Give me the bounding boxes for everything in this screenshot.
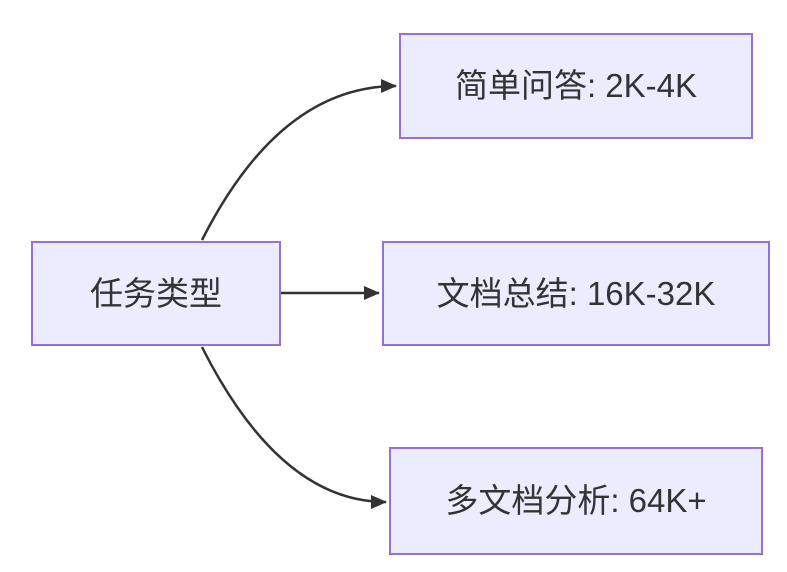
node-doc-summary: 文档总结: 16K-32K bbox=[382, 241, 770, 346]
node-task-type-label: 任务类型 bbox=[90, 274, 222, 312]
node-simple-qa-label: 简单问答: 2K-4K bbox=[454, 67, 698, 105]
node-doc-summary-label: 文档总结: 16K-32K bbox=[436, 274, 716, 312]
node-multi-doc: 多文档分析: 64K+ bbox=[389, 447, 763, 555]
node-multi-doc-label: 多文档分析: 64K+ bbox=[445, 482, 707, 520]
node-task-type: 任务类型 bbox=[31, 241, 281, 346]
node-simple-qa: 简单问答: 2K-4K bbox=[399, 33, 753, 139]
arrow-to-multi-doc bbox=[200, 346, 387, 509]
arrow-to-simple-qa bbox=[200, 79, 397, 241]
